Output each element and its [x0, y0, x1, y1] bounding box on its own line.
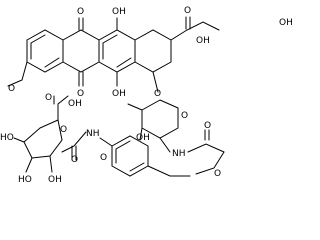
atom-ho-1: HO	[0, 133, 14, 143]
atom-oh-top-ring: OH	[112, 7, 126, 17]
atom-o-glycoside: O	[154, 89, 161, 99]
atom-o-carbamate-right: O	[204, 121, 211, 131]
atom-ho-2: HO	[18, 175, 32, 185]
atom-o-glucuronide-ring: O	[60, 125, 67, 135]
glucuronide-acid	[53, 95, 69, 121]
sugar-methyl	[127, 103, 143, 111]
bond-lines	[7, 16, 225, 177]
quinone-co-bottom	[78, 71, 84, 87]
ring-a	[26, 29, 64, 73]
sugar-nh	[159, 137, 171, 153]
atom-oh-hydroxyl-c9: OH	[196, 36, 210, 46]
glucuronide-ring	[23, 119, 63, 159]
atom-o-carbamate-left: O	[100, 153, 107, 163]
glycoside-bond	[152, 71, 159, 93]
atom-oh-bottom-ring: OH	[112, 89, 126, 99]
carbamate-right	[187, 129, 225, 153]
atom-o-quinone-top: O	[77, 7, 84, 17]
ring-d	[134, 29, 172, 73]
benzene-double	[115, 140, 145, 172]
ring-c-double	[102, 34, 132, 68]
atom-o-sugar-ring: O	[181, 111, 188, 121]
atom-o-methoxy: O	[8, 84, 15, 94]
atom-nh-right: NH	[172, 149, 186, 159]
glucuronide-oh-bonds	[13, 137, 53, 173]
atom-o-quinone-bottom: O	[77, 89, 84, 99]
atom-oh-sugar: OH	[136, 133, 150, 143]
atom-oh-acid: OH	[68, 99, 82, 109]
benzene-to-benzyl	[147, 165, 191, 177]
ring-b	[62, 29, 100, 73]
quinone-co-top	[78, 17, 84, 31]
atom-oh-side-chain: OH	[279, 18, 293, 28]
side-chain	[170, 21, 220, 41]
carbamate-left	[61, 131, 113, 161]
side-chain-co	[185, 16, 191, 30]
chemical-structure-diagram: O OH O OH OH O O OH O O OH O OH O O NH O…	[0, 6, 293, 185]
ring-c	[98, 29, 136, 73]
ring-a-double	[30, 34, 60, 68]
benzyl-link	[195, 151, 225, 175]
atom-o-ketone-side: O	[184, 6, 191, 16]
atom-nh-left: NH	[86, 129, 100, 139]
atom-o-acid-carbonyl: O	[45, 93, 52, 103]
atom-oh-3: OH	[48, 175, 62, 185]
methoxy-bond	[7, 61, 28, 87]
sugar-oh	[139, 127, 143, 141]
atom-o-benzyl-ether: O	[214, 169, 221, 179]
atom-o-carbamate-link: O	[71, 155, 78, 165]
